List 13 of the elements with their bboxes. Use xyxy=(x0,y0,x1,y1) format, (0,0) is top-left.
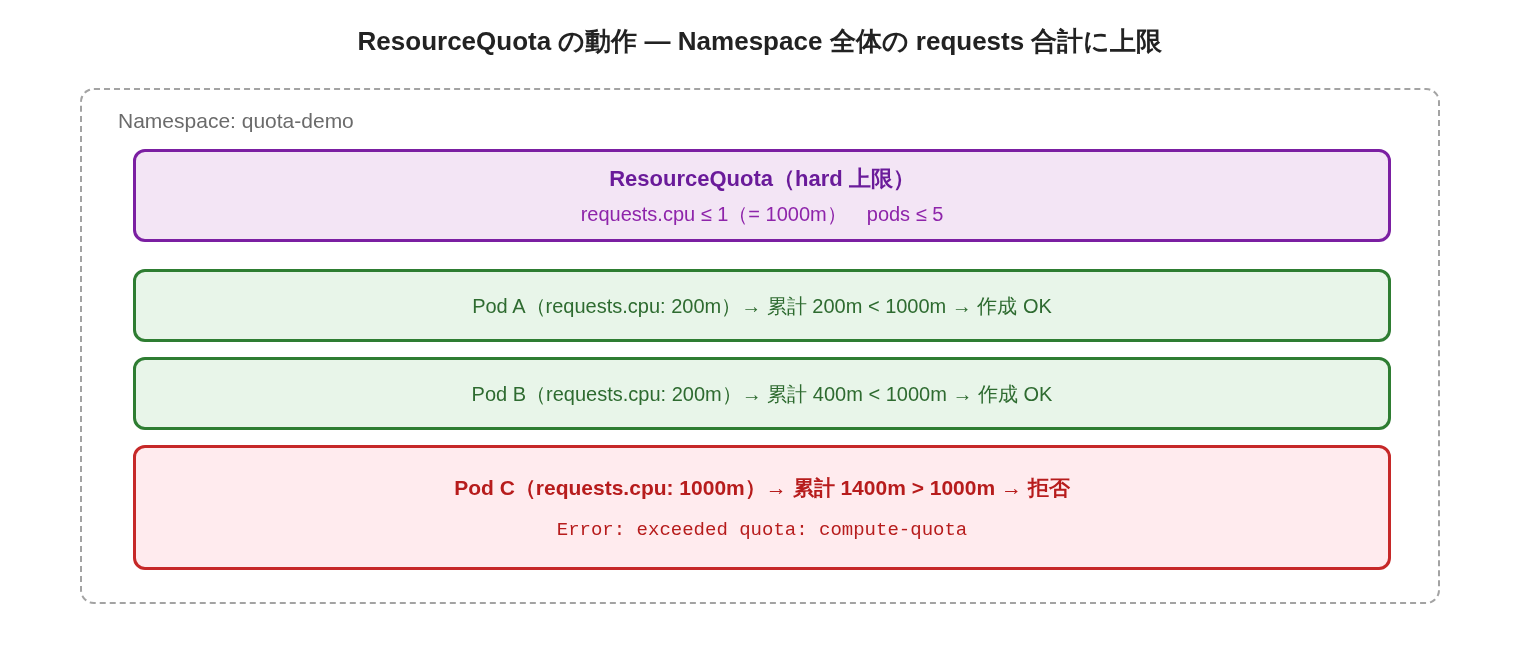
quota-title: ResourceQuota（hard 上限） xyxy=(609,164,915,193)
diagram-title: ResourceQuota の動作 — Namespace 全体の requests 合計に上限 xyxy=(357,25,1163,58)
pod-status-text: Pod A（requests.cpu: 200m）→ 累計 200m < 1000m → 作成 OK xyxy=(472,293,1052,319)
pod-status-text: Pod B（requests.cpu: 200m）→ 累計 400m < 1000m → 作成 OK xyxy=(471,381,1053,407)
error-message: Error: exceeded quota: compute-quota xyxy=(556,517,968,542)
pod-box xyxy=(133,269,1391,342)
quota-limits: requests.cpu ≤ 1（= 1000m） pods ≤ 5 xyxy=(580,201,944,227)
namespace-frame xyxy=(80,88,1440,604)
quota-box xyxy=(133,149,1391,242)
pod-status-text: Pod C（requests.cpu: 1000m）→ 累計 1400m > 1000m → 拒否 xyxy=(454,474,1070,501)
pod-box xyxy=(133,357,1391,430)
namespace-label: Namespace: quota-demo xyxy=(118,108,354,134)
rejected-pod-box xyxy=(133,445,1391,570)
